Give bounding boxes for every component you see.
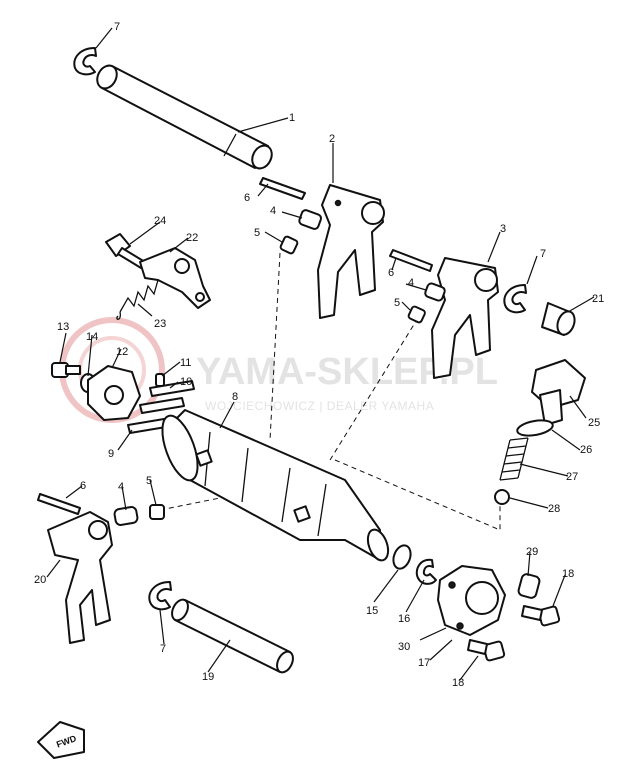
circlip-16: [415, 558, 437, 585]
callout-29: 29: [526, 546, 538, 558]
callout-4-mid: 4: [408, 277, 414, 289]
guide-pin-6-mid: [389, 249, 433, 272]
guide-pin-6-low: [37, 493, 81, 515]
callout-19: 19: [202, 671, 214, 683]
callout-5-top: 5: [254, 227, 260, 239]
callout-3: 3: [500, 223, 506, 235]
circlip-7-right: [503, 284, 527, 314]
callout-17: 17: [418, 657, 430, 669]
callout-21: 21: [592, 293, 604, 305]
nut-5-mid: [407, 305, 426, 324]
stopper-arm-22: [139, 247, 211, 309]
callout-5-low: 5: [146, 475, 152, 487]
nut-5-top: [279, 235, 299, 255]
callout-18-low: 18: [452, 677, 464, 689]
callout-13: 13: [57, 321, 69, 333]
callout-27: 27: [566, 471, 578, 483]
shift-fork-shaft-19: [171, 598, 294, 674]
bolt-13: [51, 362, 81, 378]
screw-18-low: [467, 639, 506, 662]
washer-26: [516, 419, 554, 437]
callout-11: 11: [180, 357, 191, 369]
shift-fork-3: [431, 257, 499, 379]
callout-7-low: 7: [160, 643, 166, 655]
guide-pin-6-top: [259, 177, 306, 200]
callout-8: 8: [232, 391, 238, 403]
callout-26: 26: [580, 444, 592, 456]
bolt-24: [105, 233, 146, 269]
callout-10: 10: [180, 376, 192, 388]
shift-fork-2: [317, 184, 385, 319]
cam-follower-4-top: [298, 209, 323, 230]
fwd-arrow-icon: FWD: [37, 721, 85, 759]
circlip-7-top: [73, 47, 97, 76]
ball-28: [494, 489, 510, 505]
cam-follower-4-mid: [424, 282, 446, 302]
callout-22: 22: [186, 232, 198, 244]
callouts: 7 1 2 3 6 4 5 7 6 4 5 21 24 22 23 13 14 …: [34, 21, 604, 689]
pin-29: [517, 573, 541, 599]
callout-9: 9: [108, 448, 114, 460]
callout-16: 16: [398, 613, 410, 625]
callout-18-right: 18: [562, 568, 574, 580]
watermark-subtitle: WOJCIECHOWICZ | DEALER YAMAHA: [205, 399, 434, 413]
callout-23: 23: [154, 318, 166, 330]
spring-27: [499, 437, 529, 481]
callout-7-top: 7: [114, 21, 120, 33]
shift-fork-shaft-1: [96, 64, 273, 170]
washer-15: [392, 544, 412, 570]
segment-12: [87, 365, 141, 421]
callout-1: 1: [289, 112, 295, 124]
callout-4-top: 4: [270, 205, 276, 217]
callout-28: 28: [548, 503, 560, 515]
shift-fork-20: [47, 511, 113, 644]
plug-25: [531, 359, 586, 426]
spring-23: [116, 279, 159, 320]
cam-follower-4-low: [113, 506, 139, 526]
callout-6-low: 6: [80, 480, 86, 492]
collar-21: [541, 302, 576, 336]
screw-18-right: [521, 605, 561, 627]
leader-lines: [46, 27, 595, 681]
callout-25: 25: [588, 417, 600, 429]
callout-14: 14: [86, 331, 98, 343]
callout-4-low: 4: [118, 481, 124, 493]
shift-drum-8: [161, 409, 390, 562]
nut-5-low: [149, 504, 165, 520]
callout-7-right: 7: [540, 248, 546, 260]
callout-15: 15: [366, 605, 378, 617]
callout-5-mid: 5: [394, 297, 400, 309]
callout-6-mid: 6: [388, 267, 394, 279]
callout-6-top: 6: [244, 192, 250, 204]
callout-24: 24: [154, 215, 166, 227]
callout-20: 20: [34, 574, 46, 586]
callout-2: 2: [329, 133, 335, 145]
callout-30: 30: [398, 641, 410, 653]
circlip-7-low: [148, 581, 172, 611]
stopper-plate-17: [437, 565, 506, 636]
callout-12: 12: [116, 346, 128, 358]
